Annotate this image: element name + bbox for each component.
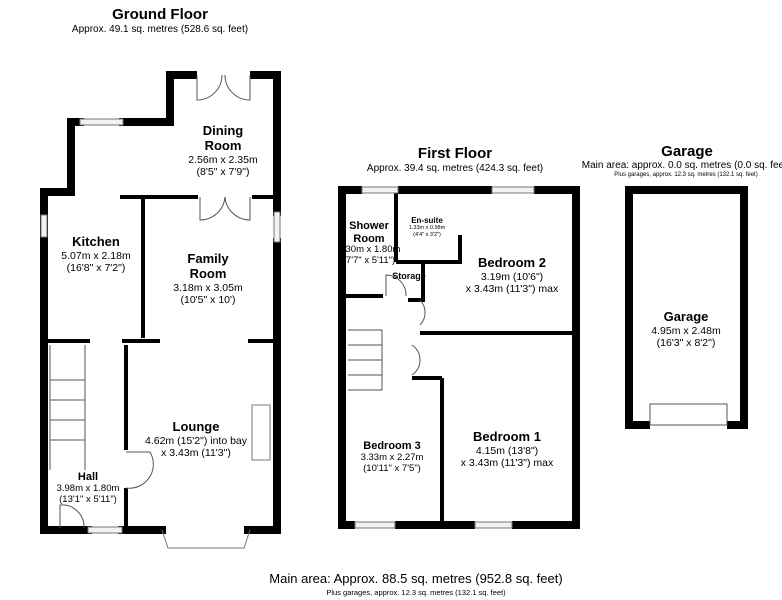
first-floor-inner-walls xyxy=(345,192,574,522)
garage-door xyxy=(649,403,728,426)
room-dimensions: 1.33m x 0.98m xyxy=(408,225,446,232)
room-dimensions: (4'4" x 3'2") xyxy=(413,231,441,238)
room-dimensions: (16'8" x 7'2") xyxy=(66,262,126,274)
room-name: Kitchen xyxy=(72,234,120,249)
garage-plus: Plus garages, approx. 12.3 sq. metres (1… xyxy=(614,172,758,178)
room-dimensions: 4.95m x 2.48m xyxy=(651,324,721,337)
room-dimensions: 4.15m (13'8") xyxy=(475,444,539,457)
total-area: Main area: Approx. 88.5 sq. metres (952.… xyxy=(269,571,563,586)
room-name: En-suite xyxy=(411,216,443,225)
room-ensuite: En-suite 1.33m x 0.98m (4'4" x 3'2") xyxy=(409,216,445,238)
first-floor-walls xyxy=(338,186,580,529)
room-storage: Storage xyxy=(392,271,426,281)
room-name: Bedroom 3 xyxy=(363,440,421,452)
room-dimensions: 4.62m (15'2") into bay xyxy=(144,434,248,447)
room-name: Garage xyxy=(663,309,709,324)
room-name: Lounge xyxy=(172,419,220,434)
room-dimensions: 3.33m x 2.27m xyxy=(360,451,424,463)
ground-floor-area: Approx. 49.1 sq. metres (528.6 sq. feet) xyxy=(71,24,249,35)
total-garage-area: Plus garages, approx. 12.3 sq. metres (1… xyxy=(326,588,506,597)
room-kitchen: Kitchen 5.07m x 2.18m (16'8" x 7'2") xyxy=(61,234,131,274)
room-bedroom-1: Bedroom 1 4.15m (13'8") x 3.43m (11'3") … xyxy=(460,429,554,469)
room-name: Bedroom 2 xyxy=(478,255,546,270)
room-bedroom-3: Bedroom 3 3.33m x 2.27m (10'11" x 7'5") xyxy=(361,440,424,474)
room-dimensions: 2.30m x 1.80m xyxy=(337,244,401,256)
room-name: Hall xyxy=(77,471,99,483)
ground-floor-walls xyxy=(40,71,281,534)
garage-area: Main area: approx. 0.0 sq. metres (0.0 s… xyxy=(581,160,782,171)
room-shower: Shower Room 2.30m x 1.80m (7'7" x 5'11") xyxy=(338,220,401,267)
ground-floor-doors xyxy=(49,74,251,529)
room-dimensions: (8'5" x 7'9") xyxy=(196,165,250,178)
first-floor-title: First Floor xyxy=(417,145,493,162)
room-name: Room xyxy=(353,232,385,245)
room-lounge: Lounge 4.62m (15'2") into bay x 3.43m (1… xyxy=(144,419,248,459)
room-name: Dining xyxy=(202,123,244,138)
room-name: Shower xyxy=(349,220,389,232)
room-dimensions: 3.18m x 3.05m xyxy=(173,281,243,294)
garage-walls xyxy=(625,186,748,429)
room-dimensions: (16'3" x 8'2") xyxy=(656,337,716,349)
room-dimensions: (13'1" x 5'11") xyxy=(59,493,117,505)
room-dimensions: 5.07m x 2.18m xyxy=(61,249,131,262)
room-name: Room xyxy=(204,137,242,153)
first-floor-doors-stairs xyxy=(348,274,426,391)
room-dimensions: x 3.43m (11'3") max xyxy=(460,457,554,469)
room-dimensions: (7'7" x 5'11") xyxy=(342,255,396,267)
first-floor-windows xyxy=(354,186,535,529)
room-dimensions: 3.98m x 1.80m xyxy=(56,482,120,494)
room-dimensions: (10'11" x 7'5") xyxy=(363,462,421,474)
room-dimensions: 3.19m (10'6") xyxy=(480,270,544,283)
room-name: Family xyxy=(187,251,229,266)
room-bedroom-2: Bedroom 2 3.19m (10'6") x 3.43m (11'3") … xyxy=(465,255,559,295)
ground-floor-windows xyxy=(40,118,281,549)
room-dimensions: 2.56m x 2.35m xyxy=(188,153,258,166)
room-dimensions: (10'5" x 10') xyxy=(180,293,236,306)
room-dimensions: x 3.43m (11'3") max xyxy=(465,283,559,295)
garage-title: Garage xyxy=(661,143,713,160)
first-floor-area: Approx. 39.4 sq. metres (424.3 sq. feet) xyxy=(366,163,544,174)
ground-floor-title: Ground Floor xyxy=(112,6,208,23)
room-garage: Garage 4.95m x 2.48m (16'3" x 8'2") xyxy=(651,309,721,349)
ground-floor-inner-walls xyxy=(46,195,275,528)
room-dimensions: x 3.43m (11'3") xyxy=(161,447,231,459)
room-name: Room xyxy=(189,265,227,281)
room-dining: Dining Room 2.56m x 2.35m (8'5" x 7'9") xyxy=(188,123,258,178)
room-family: Family Room 3.18m x 3.05m (10'5" x 10') xyxy=(173,251,243,306)
room-name: Bedroom 1 xyxy=(473,429,541,444)
room-hall: Hall 3.98m x 1.80m (13'1" x 5'11") xyxy=(57,471,120,505)
